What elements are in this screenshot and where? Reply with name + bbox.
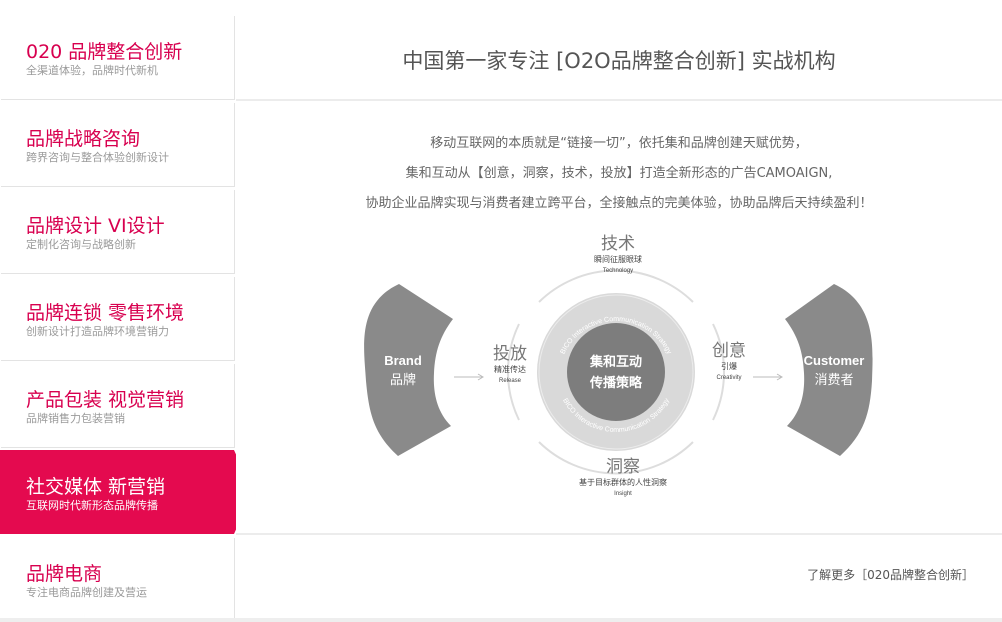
node-creativity-en: Creativity [716,375,741,381]
node-insight-desc: 基于目标群体的人性洞察 [579,477,667,487]
strategy-diagram-svg: Brand 品牌 Customer 消费者 BICO Interactive C… [364,234,873,497]
node-creativity-cn: 创意 [712,341,746,361]
brand-wing [364,284,453,456]
sidebar-item-ecommerce[interactable]: 品牌电商 专注电商品牌创建及营运 [0,537,234,621]
node-insight-cn: 洞察 [606,457,640,477]
page-title: 中国第一家专注 [O2O品牌整合创新] 实战机构 [402,49,836,73]
sidebar-item-subtitle: 跨界咨询与整合体验创新设计 [26,151,169,164]
sidebar-item-o2o[interactable]: 020 品牌整合创新 全渠道体验，品牌时代新机 [0,15,234,99]
sidebar-item-strategy[interactable]: 品牌战略咨询 跨界咨询与整合体验创新设计 [0,102,234,186]
bottom-divider [0,618,1002,622]
node-technology-desc: 瞬间征服眼球 [594,254,642,264]
sidebar-item-packaging[interactable]: 产品包装 视觉营销 品牌销售力包装营销 [0,363,234,447]
sidebar-item-subtitle: 专注电商品牌创建及营运 [26,586,147,599]
sidebar-item-subtitle: 品牌销售力包装营销 [26,412,125,425]
sidebar-item-title: 品牌设计 VI设计 [26,215,165,237]
learn-more-link[interactable]: 了解更多［020品牌整合创新］ [807,568,974,582]
customer-label-cn: 消费者 [814,373,853,388]
sidebar-item-title: 社交媒体 新营销 [26,476,166,498]
node-technology-en: Technology [603,268,633,274]
sidebar-item-subtitle: 全渠道体验，品牌时代新机 [26,64,158,77]
node-technology-cn: 技术 [601,234,635,254]
content-panel: 中国第一家专注 [O2O品牌整合创新] 实战机构 移动互联网的本质就是“链接一切… [236,15,1002,620]
sidebar-item-title: 品牌连锁 零售环境 [26,302,185,324]
node-release-en: Release [499,378,522,384]
sidebar-item-social-media[interactable]: 社交媒体 新营销 互联网时代新形态品牌传播 [0,450,253,534]
sidebar-item-title: 020 品牌整合创新 [26,41,183,63]
center-label-line1: 集和互动 [589,354,642,370]
intro-text: 移动互联网的本质就是“链接一切”，依托集和品牌创建天赋优势， 集和互动从【创意，… [236,129,1002,219]
brand-label-cn: 品牌 [390,372,416,388]
sidebar-item-title: 产品包装 视觉营销 [26,389,185,411]
customer-label-en: Customer [804,353,865,368]
arrow-icon [753,373,783,381]
node-release-desc: 精准传达 [494,364,526,374]
center-label-line2: 传播策略 [589,375,643,391]
sidebar-item-title: 品牌电商 [26,563,103,585]
content-divider [236,533,1002,535]
intro-line: 协助企业品牌实现与消费者建立跨平台，全接触点的完美体验，协助品牌后天持续盈利！ [365,196,873,211]
intro-line: 集和互动从【创意，洞察，技术，投放】打造全新形态的广告CAMOAIGN, [405,166,833,181]
customer-wing [785,284,873,456]
node-creativity-desc: 引爆 [721,361,737,371]
strategy-ring-inner [538,294,694,450]
sidebar-item-subtitle: 创新设计打造品牌环境营销力 [26,325,169,338]
intro-line: 移动互联网的本质就是“链接一切”，依托集和品牌创建天赋优势， [430,136,808,151]
arrow-icon [454,373,484,381]
sidebar-item-retail[interactable]: 品牌连锁 零售环境 创新设计打造品牌环境营销力 [0,276,234,360]
sidebar-nav: 020 品牌整合创新 全渠道体验，品牌时代新机 品牌战略咨询 跨界咨询与整合体验… [0,15,253,622]
content-header: 中国第一家专注 [O2O品牌整合创新] 实战机构 [236,15,1002,101]
strategy-center [567,323,665,421]
sidebar-item-subtitle: 互联网时代新形态品牌传播 [26,499,158,512]
strategy-diagram: Brand 品牌 Customer 消费者 BICO Interactive C… [236,226,1002,506]
sidebar-item-subtitle: 定制化咨询与战略创新 [26,238,136,251]
brand-label-en: Brand [384,353,422,368]
node-insight-en: Insight [614,491,632,497]
sidebar-item-title: 品牌战略咨询 [26,128,141,150]
sidebar-item-vi-design[interactable]: 品牌设计 VI设计 定制化咨询与战略创新 [0,189,234,273]
outer-arcs [506,269,726,475]
node-release-cn: 投放 [493,344,527,364]
